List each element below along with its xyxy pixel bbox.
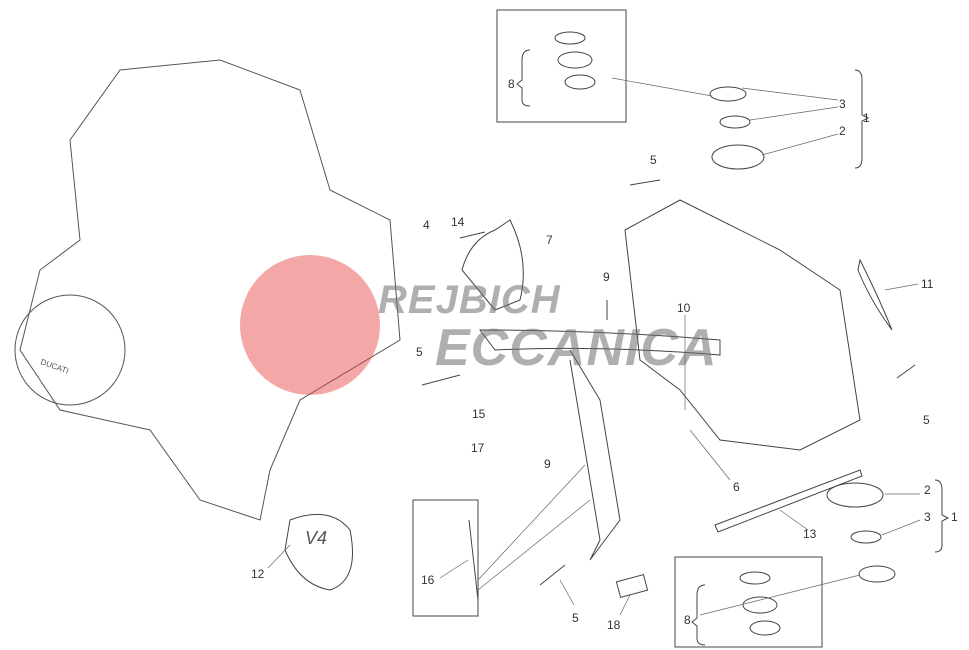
callout-1-top: 1 (863, 111, 870, 125)
watermark-logo (240, 255, 380, 395)
callout-3-bottom: 3 (924, 510, 931, 524)
callout-13: 13 (803, 527, 817, 541)
callout-14: 14 (451, 215, 465, 229)
callout-1-bottom: 1 (951, 510, 958, 524)
callout-5: 5 (923, 413, 930, 427)
callout-9: 9 (603, 270, 610, 284)
callout-5: 5 (650, 153, 657, 167)
bearing-detail-box-bottom (674, 556, 823, 648)
callout-5: 5 (416, 345, 423, 359)
callout-12: 12 (251, 567, 265, 581)
callout-8-top: 8 (508, 77, 515, 91)
callout-18: 18 (607, 618, 621, 632)
callout-16: 16 (421, 573, 435, 587)
bearing-detail-box-top (496, 9, 627, 123)
cover-badge-text: V4 (305, 528, 328, 548)
callout-10: 10 (677, 301, 691, 315)
callout-8-bottom: 8 (684, 613, 691, 627)
callout-7: 7 (546, 233, 553, 247)
callout-17: 17 (471, 441, 485, 455)
cable-tie-detail-box (412, 499, 479, 617)
callout-15: 15 (472, 407, 486, 421)
callout-2-top: 2 (839, 124, 846, 138)
callout-2-bottom: 2 (924, 483, 931, 497)
watermark-line2: ECCANICA (435, 319, 718, 377)
callout-4: 4 (423, 218, 430, 232)
watermark-line1: REJBICH (378, 278, 561, 322)
callout-9: 9 (544, 457, 551, 471)
callout-5: 5 (572, 611, 579, 625)
callout-11: 11 (921, 277, 934, 291)
callout-3-top: 3 (839, 97, 846, 111)
callout-6: 6 (733, 480, 740, 494)
